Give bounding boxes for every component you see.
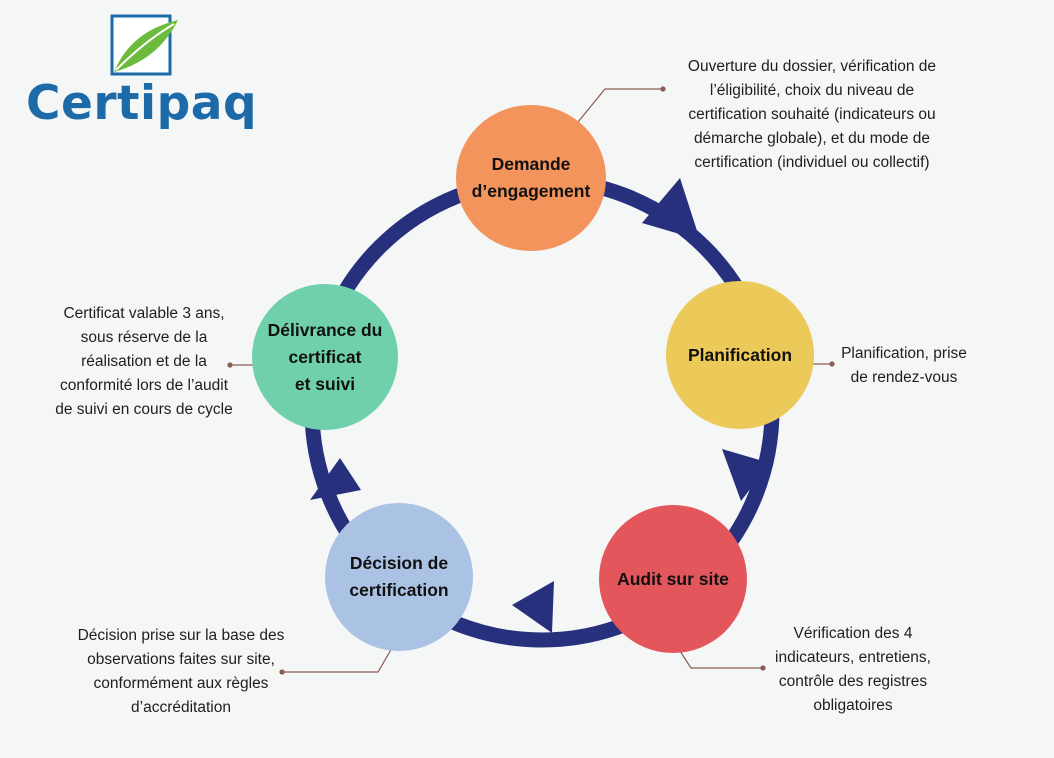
connector-dot-planification — [829, 361, 835, 367]
step-demande-label: Demande d’engagement — [471, 154, 591, 201]
connector-dot-delivrance — [227, 362, 233, 368]
step-delivrance-circle: Délivrance du certificat et suivi — [252, 284, 398, 430]
step-decision-description: Décision prise sur la base des observati… — [77, 627, 285, 716]
arrow-demande-to-planification — [642, 178, 700, 240]
leaf-icon — [110, 14, 178, 76]
step-planification-label: Planification — [687, 344, 793, 365]
step-demande-description: Ouverture du dossier, vérification de l’… — [687, 58, 937, 171]
arrow-decision-to-delivrance — [310, 458, 361, 500]
connector-dot-audit — [760, 665, 766, 671]
step-audit-label: Audit sur site — [617, 568, 729, 589]
step-delivrance-label: Délivrance du certificat et suivi — [267, 319, 383, 394]
connector-audit — [677, 647, 763, 669]
step-audit-description: Vérification des 4 indicateurs, entretie… — [775, 625, 931, 714]
step-audit-circle: Audit sur site — [599, 505, 747, 653]
arrow-audit-to-decision — [512, 581, 554, 633]
certipaq-logo: Certipaq — [26, 14, 266, 134]
logo-wordmark: Certipaq — [26, 76, 258, 131]
connector-dot-demande — [660, 86, 666, 92]
step-delivrance-description: Certificat valable 3 ans, sous réserve d… — [55, 305, 233, 418]
step-planification-description: Planification, prise de rendez-vous — [841, 345, 967, 386]
connector-decision — [282, 647, 393, 673]
connector-demande — [577, 88, 663, 123]
step-decision-label: Décision de certification — [349, 553, 449, 600]
arrow-planification-to-audit — [722, 449, 770, 501]
step-planification-circle: Planification — [666, 281, 814, 429]
connector-dot-decision — [279, 669, 285, 675]
step-demande-circle: Demande d’engagement — [456, 105, 606, 251]
step-decision-circle: Décision de certification — [325, 503, 473, 651]
